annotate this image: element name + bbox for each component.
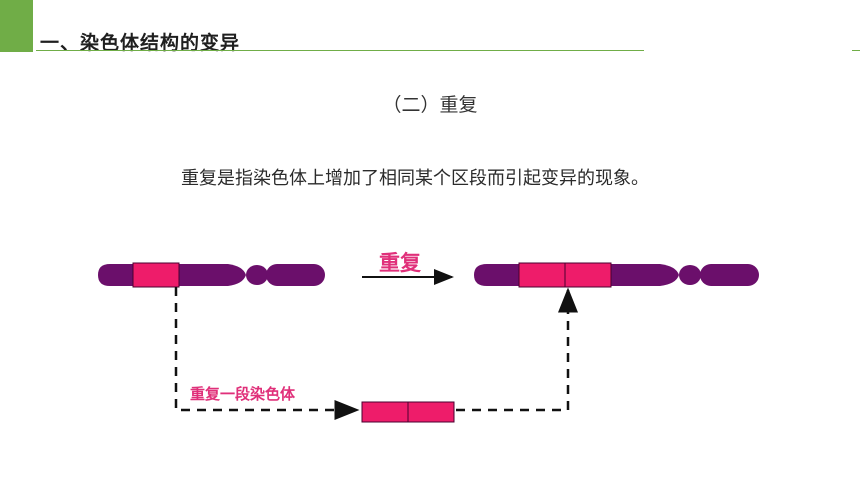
slide-subtitle: （二）重复 (382, 94, 478, 116)
original-chromosome (98, 262, 325, 288)
duplicated-short-arm (700, 264, 759, 286)
section-title: 一、染色体结构的变异 (40, 32, 241, 54)
duplicated-centromere-knob (679, 265, 701, 285)
duplicated-segment-1 (518, 262, 566, 288)
free-segment-left (361, 401, 409, 423)
duplicated-segment-2 (564, 262, 612, 288)
dashed-connector-label: 重复一段染色体 (190, 385, 296, 403)
free-duplicated-segment (361, 401, 455, 423)
dashed-connector (174, 287, 360, 420)
original-segment (132, 262, 180, 288)
section-accent-block (0, 0, 33, 52)
duplication-arrow-label: 重复 (379, 251, 422, 275)
duplicated-chromosome (474, 262, 759, 288)
header-divider (36, 50, 644, 51)
original-centromere-knob (246, 265, 268, 285)
header-divider-end (852, 50, 860, 51)
original-short-arm (266, 264, 325, 286)
free-segment-right (407, 401, 455, 423)
dashed-connector-return (456, 287, 578, 412)
definition-text: 重复是指染色体上增加了相同某个区段而引起变异的现象。 (181, 168, 649, 189)
